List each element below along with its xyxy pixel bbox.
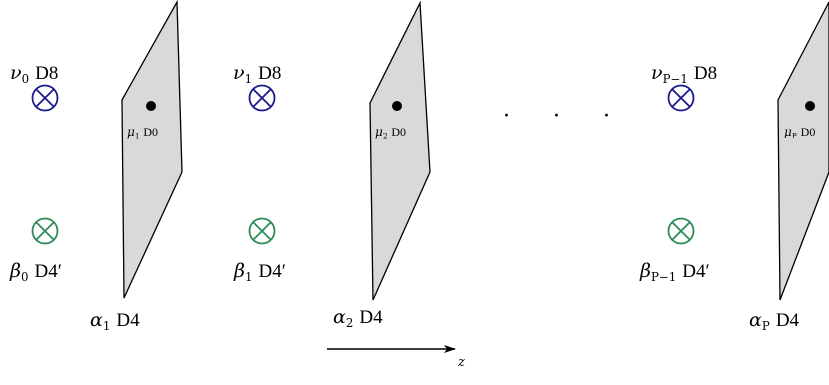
d8-crossed-circle-icon-1 <box>248 84 276 112</box>
d8-text: D8 <box>35 63 59 84</box>
d4-text: D4 <box>359 307 383 328</box>
d0-symbol: μ <box>375 125 383 139</box>
d0-symbol: μ <box>127 125 135 139</box>
d4prime-subscript: P−1 <box>650 270 677 285</box>
d4-label-1: α1 D4 <box>90 309 140 334</box>
d4prime-text: D4′ <box>258 261 286 282</box>
d4-symbol: α <box>749 309 762 331</box>
d4prime-crossed-circle-icon-1 <box>248 217 276 245</box>
z-axis-label: z <box>458 355 465 370</box>
d4-text: D4 <box>775 310 800 331</box>
d4prime-symbol: β <box>10 260 21 282</box>
d0-subscript: 2 <box>382 131 388 141</box>
d4prime-symbol: β <box>234 260 245 282</box>
d4-subscript: 2 <box>345 316 354 331</box>
d8-text: D8 <box>693 63 718 84</box>
d0-dot-1 <box>146 101 156 111</box>
d4prime-crossed-circle-icon-2 <box>667 217 695 245</box>
d4-label-3: αP D4 <box>749 309 800 334</box>
d8-text: D8 <box>258 63 282 84</box>
d4prime-label-0: β0 D4′ <box>10 260 62 285</box>
d8-subscript: P−1 <box>662 72 688 87</box>
d8-label-1: ν1 D8 <box>233 62 282 87</box>
d8-subscript: 1 <box>244 72 253 87</box>
d8-symbol: ν <box>651 62 663 84</box>
d0-subscript: 1 <box>134 131 140 141</box>
d0-dot-3 <box>805 101 815 111</box>
d0-label-1: μ1 D0 <box>127 125 159 141</box>
d8-symbol: ν <box>10 62 22 84</box>
d8-crossed-circle-icon-0 <box>31 84 59 112</box>
ellipsis: · · · <box>503 104 628 129</box>
d4prime-subscript: 0 <box>20 270 29 285</box>
d8-label-0: ν0 D8 <box>10 62 59 87</box>
d4-subscript: 1 <box>102 319 111 334</box>
d0-dot-2 <box>392 101 402 111</box>
d8-subscript: 0 <box>21 72 30 87</box>
d4prime-subscript: 1 <box>244 270 253 285</box>
d0-symbol: μ <box>784 126 792 138</box>
d4-subscript: P <box>761 319 770 334</box>
d4prime-label-1: β1 D4′ <box>234 260 286 285</box>
d0-subscript: P <box>791 131 797 138</box>
d4-label-2: α2 D4 <box>333 306 383 331</box>
d8-symbol: ν <box>233 62 245 84</box>
d4prime-symbol: β <box>640 260 651 282</box>
d4-text: D4 <box>116 310 140 331</box>
d4-symbol: α <box>90 309 103 331</box>
plane-3 <box>777 1 829 301</box>
d4-symbol: α <box>333 306 346 328</box>
d8-label-2: νP−1 D8 <box>651 62 718 87</box>
d4prime-label-2: βP−1 D4′ <box>640 260 710 285</box>
d0-text: D0 <box>143 125 159 139</box>
d0-label-3: μP D0 <box>784 126 829 138</box>
d8-crossed-circle-icon-2 <box>667 84 695 112</box>
plane-2 <box>369 0 431 301</box>
d0-text: D0 <box>800 126 816 138</box>
d0-label-2: μ2 D0 <box>375 125 407 141</box>
plane-1 <box>121 0 183 299</box>
d4prime-text: D4′ <box>682 261 710 282</box>
d0-text: D0 <box>391 125 407 139</box>
d4prime-text: D4′ <box>34 261 62 282</box>
d4prime-crossed-circle-icon-0 <box>31 217 59 245</box>
